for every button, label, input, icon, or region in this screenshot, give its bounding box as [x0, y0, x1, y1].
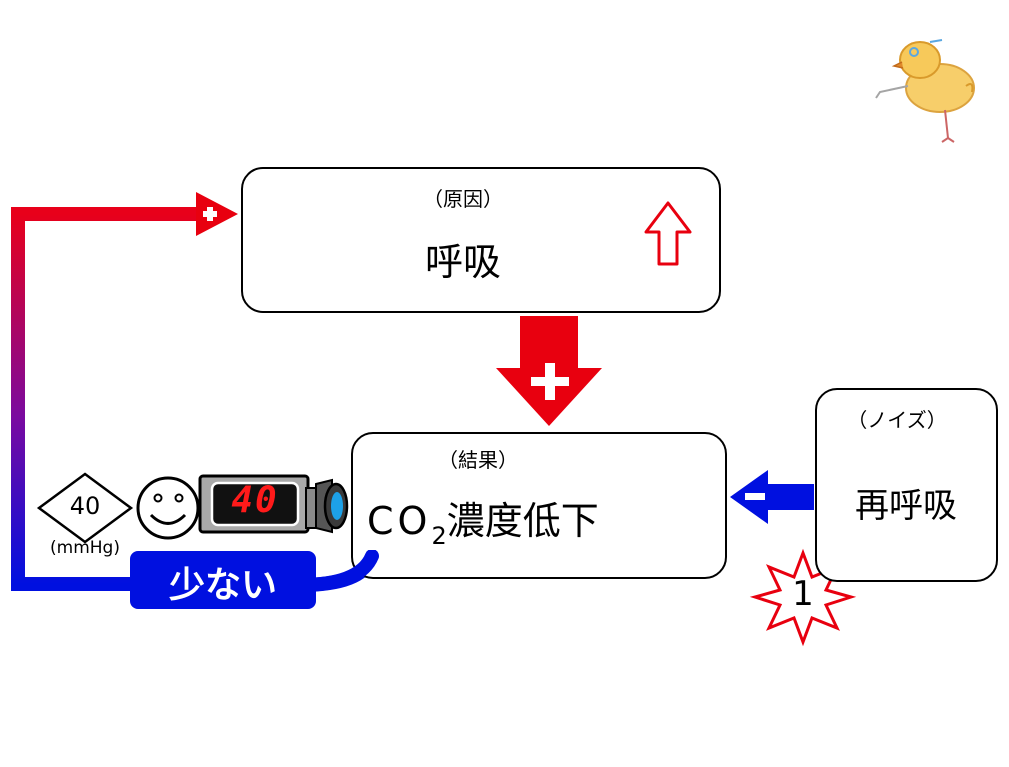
- monitor-display: 40: [231, 480, 279, 521]
- result-title-co: CO: [367, 499, 432, 543]
- cause-title: 呼吸: [424, 240, 501, 284]
- diamond-value: 40: [69, 492, 101, 520]
- noise-box: （ノイズ） 再呼吸: [815, 388, 998, 582]
- noise-caption: （ノイズ）: [847, 408, 947, 432]
- noise-to-result-arrow: [730, 470, 814, 524]
- chick-illustration: [875, 39, 975, 143]
- result-title-subscript: 2: [431, 522, 447, 550]
- result-box: （結果） CO2濃度低下: [351, 432, 727, 579]
- loop-plus-icon: [203, 207, 217, 221]
- capnometer-icon: [198, 474, 349, 534]
- result-title-rest: 濃度低下: [446, 499, 599, 543]
- value-diamond: [36, 472, 134, 544]
- badge-number: 1: [792, 574, 814, 614]
- loop-label-pill: [130, 551, 316, 609]
- result-title: CO2濃度低下: [367, 490, 707, 550]
- unit-label: (mmHg): [50, 538, 120, 558]
- result-caption: （結果）: [438, 448, 518, 472]
- noise-title: 再呼吸: [855, 486, 957, 526]
- cause-to-result-arrow: [496, 316, 602, 426]
- loop-connector: [295, 550, 379, 592]
- cause-box: （原因） 呼吸: [241, 167, 721, 313]
- increase-arrow-overlay: [644, 201, 692, 266]
- loop-label: 少ない: [168, 565, 277, 606]
- smiley-icon: [136, 476, 200, 540]
- cause-caption: （原因）: [423, 187, 503, 211]
